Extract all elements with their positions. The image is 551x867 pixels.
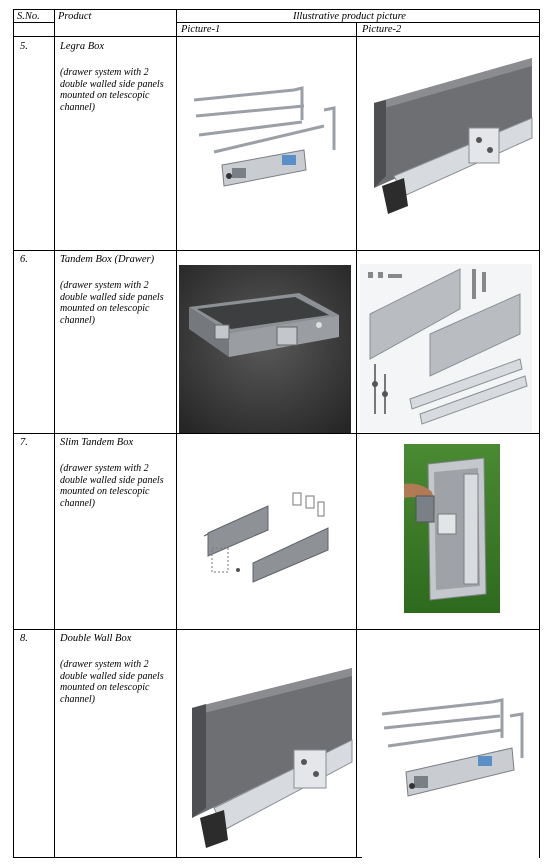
table-border-bottom	[13, 857, 362, 858]
row-divider	[13, 433, 540, 434]
row-product-name: Slim Tandem Box	[60, 437, 134, 448]
row-divider	[13, 250, 540, 251]
row-sno: 7.	[20, 437, 28, 448]
drawer-parts-image	[360, 264, 532, 432]
row-sno: 8.	[20, 633, 28, 644]
row-divider	[13, 629, 540, 630]
drawer-on-grass-image	[404, 444, 500, 613]
header-picture1: Picture-1	[181, 24, 221, 35]
header-illustrative: Illustrative product picture	[293, 11, 406, 22]
drawer-panel-image	[364, 58, 534, 218]
header-divider	[176, 22, 540, 23]
row-product-description: (drawer system with 2 double walled side…	[60, 659, 164, 705]
exploded-drawer-image	[198, 488, 338, 583]
header-sno: S.No.	[17, 11, 40, 22]
row-sno: 5.	[20, 41, 28, 52]
header-product: Product	[58, 11, 92, 22]
row-product-name: Tandem Box (Drawer)	[60, 254, 155, 265]
column-divider	[176, 9, 177, 858]
column-divider	[356, 22, 357, 858]
table-border-left	[13, 9, 14, 858]
assembled-drawer-image	[179, 265, 351, 433]
row-product-description: (drawer system with 2 double walled side…	[60, 67, 164, 113]
table-border-top	[13, 9, 540, 10]
row-product-description: (drawer system with 2 double walled side…	[60, 280, 164, 326]
header-divider	[13, 22, 54, 23]
open-drawer-frame-image	[184, 80, 344, 195]
row-product-description: (drawer system with 2 double walled side…	[60, 463, 164, 509]
row-product-name: Legra Box	[60, 41, 105, 52]
header-picture2: Picture-2	[362, 24, 402, 35]
row-product-name: Double Wall Box	[60, 633, 132, 644]
column-divider	[54, 9, 55, 858]
open-drawer-frame-image	[372, 692, 532, 804]
drawer-panel-image	[186, 668, 354, 854]
table-border-right	[539, 9, 540, 858]
header-bottom-line	[13, 36, 540, 37]
row-sno: 6.	[20, 254, 28, 265]
